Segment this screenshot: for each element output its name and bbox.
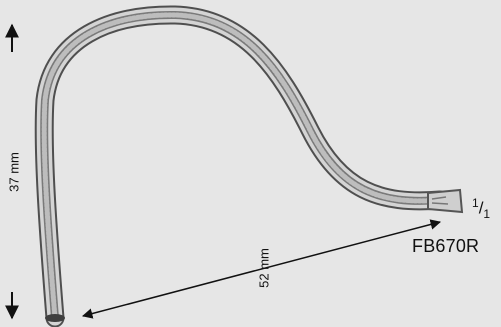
length-arrow-icon (81, 219, 442, 319)
scale-label: 1/1 (472, 196, 491, 222)
scale-numerator: 1 (472, 196, 479, 210)
length-dimension-label: 52 mm (256, 248, 272, 288)
curved-tube (34, 5, 464, 327)
scale-denominator: 1 (483, 207, 491, 222)
height-dimension-label: 37 mm (6, 152, 22, 192)
product-code: FB670R (412, 236, 480, 256)
